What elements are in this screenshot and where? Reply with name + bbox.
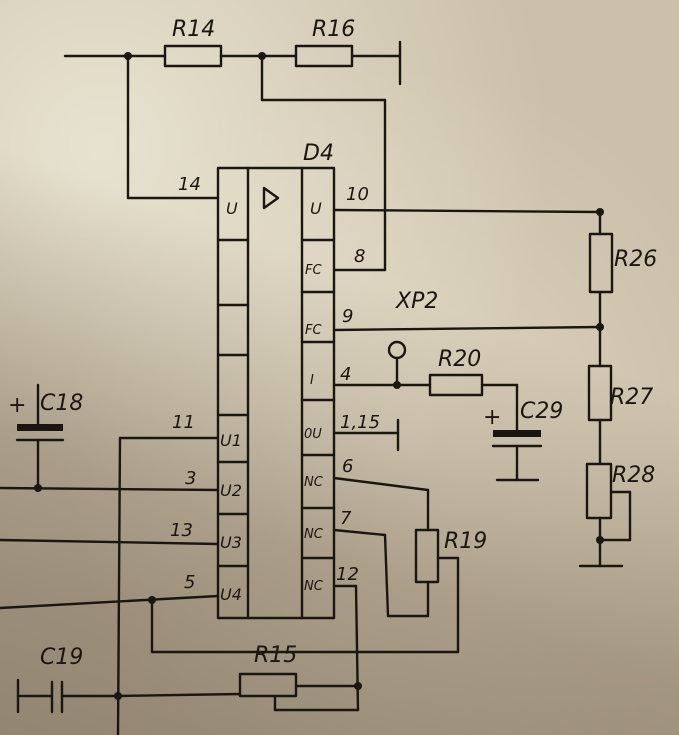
pin-number-left-13: 13 <box>170 520 193 541</box>
plus-c18: + <box>8 393 26 418</box>
resistor-r28 <box>585 462 613 520</box>
label-r14: R14 <box>172 17 215 42</box>
label-r26: R26 <box>614 247 657 272</box>
pin6-wire <box>332 476 430 532</box>
pin-label-left-u1: U1 <box>220 431 242 450</box>
pin-number-right-4: 4 <box>340 364 351 385</box>
label-r15: R15 <box>254 643 297 668</box>
label-r27: R27 <box>610 385 653 410</box>
label-c19: C19 <box>40 645 83 670</box>
pin-number-left-14: 14 <box>178 174 201 195</box>
pin-label-right-nc-7: NC <box>304 527 324 542</box>
plus-c29: + <box>483 405 501 430</box>
resistor-r15 <box>238 672 298 698</box>
capacitor-c19 <box>16 678 120 714</box>
c29-wire <box>480 383 519 432</box>
resistor-r26 <box>588 232 614 294</box>
pin13-wire <box>0 538 220 546</box>
label-xp2: XP2 <box>395 289 438 314</box>
pin10-wire <box>332 208 602 236</box>
capacitor-c29 <box>491 430 543 482</box>
pin-number-right-10: 10 <box>346 184 369 205</box>
resistor-r14 <box>163 44 223 68</box>
label-chip-d4: D4 <box>303 141 334 166</box>
pin9-wire <box>332 325 602 332</box>
pin-label-right-i: I <box>310 373 314 388</box>
junction-dots <box>34 52 604 700</box>
label-r16: R16 <box>312 17 355 42</box>
pin-label-right-fc-9: FC <box>305 323 322 338</box>
pin-number-left-3: 3 <box>185 468 196 489</box>
resistor-r27 <box>587 364 613 422</box>
pin-label-right-nc-6: NC <box>304 475 324 490</box>
pin-label-left-u2: U2 <box>220 481 242 500</box>
resistor-r19 <box>414 528 440 584</box>
pin-label-right-nc-12: NC <box>304 579 324 594</box>
pin-label-right-fc-8: FC <box>305 263 322 278</box>
label-r19: R19 <box>444 529 487 554</box>
pin-number-right-6: 6 <box>342 456 353 477</box>
r14-r16-node-wire <box>260 54 387 272</box>
label-r20: R20 <box>438 347 481 372</box>
pin-number-right-7: 7 <box>340 508 352 529</box>
pin-label-left-u3: U3 <box>220 533 242 552</box>
pin-number-left-11: 11 <box>172 412 195 433</box>
pin-number-left-5: 5 <box>184 572 195 593</box>
r19-wiper <box>150 556 460 654</box>
pin-label-right-0u: 0U <box>304 427 322 442</box>
resistor-r20 <box>428 373 484 397</box>
top-input-wire <box>63 54 220 200</box>
pin11-wire <box>116 436 220 735</box>
pin-number-right-12: 12 <box>336 564 359 585</box>
label-r28: R28 <box>612 463 655 488</box>
label-c18: C18 <box>40 391 83 416</box>
pin-number-right-9: 9 <box>342 306 353 327</box>
resistor-r16 <box>294 44 354 68</box>
pin-label-left-u4: U4 <box>220 585 242 604</box>
label-c29: C29 <box>520 399 563 424</box>
xp2-test-point <box>387 340 407 360</box>
capacitor-c18 <box>15 383 65 490</box>
pin-number-right-8: 8 <box>354 246 365 267</box>
pin-number-right-1-15: 1,15 <box>340 412 380 433</box>
pin-label-left-u: U <box>226 199 238 218</box>
pin7-wire <box>332 528 430 618</box>
pin5-wire <box>0 594 220 610</box>
chip-d4-body <box>216 166 336 620</box>
r28-wiper <box>598 490 632 542</box>
r15-wire <box>116 684 360 698</box>
pin-label-right-u: U <box>310 199 322 218</box>
